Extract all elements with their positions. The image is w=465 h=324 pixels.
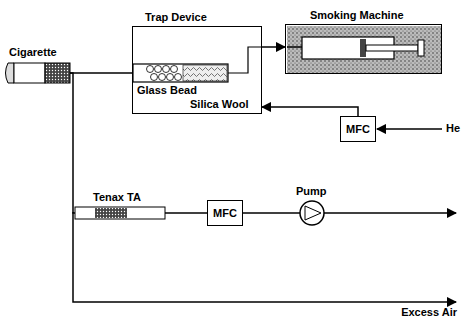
trap-tube — [133, 64, 228, 82]
excess-air-line — [73, 212, 456, 302]
node-heading: Pump — [296, 185, 327, 198]
node-heading: Cigarette — [9, 46, 57, 59]
outlet-label: Excess Air — [401, 306, 457, 319]
pump-node: Pump — [300, 201, 324, 225]
cigarette-body — [14, 63, 45, 83]
mfc-box: MFC — [207, 200, 243, 226]
smoking-machine-box: Smoking Machine — [285, 24, 442, 74]
pump-circle — [300, 201, 324, 225]
node-text: MFC — [213, 207, 237, 220]
part-label: Silica Wool — [190, 98, 248, 111]
syringe-piston — [360, 39, 366, 57]
mfc-box: MFC — [340, 116, 376, 142]
part-label: Glass Bead — [137, 84, 197, 97]
glass-bead — [151, 74, 158, 81]
cigarette-filter — [45, 63, 70, 83]
cigarette: Cigarette — [3, 62, 70, 84]
node-heading: Smoking Machine — [310, 9, 404, 22]
pump-outlet-line — [324, 212, 456, 214]
cigarette-drawing — [6, 63, 71, 83]
glass-bead — [175, 74, 182, 81]
tenax-tube — [75, 207, 165, 219]
node-text: MFC — [346, 123, 370, 136]
node-heading: Trap Device — [145, 11, 207, 24]
glass-bead — [167, 74, 174, 81]
syringe-handle — [418, 40, 424, 56]
tenax-drawing — [75, 207, 165, 219]
tenax-tube-node: Tenax TA — [75, 207, 165, 219]
machine-inlet — [287, 46, 302, 48]
connector — [262, 107, 358, 116]
connector — [243, 212, 300, 214]
trap-interior — [133, 47, 262, 82]
glass-bead — [171, 66, 178, 73]
connector — [165, 212, 207, 214]
g-part — [147, 66, 182, 81]
glass-bead — [155, 66, 162, 73]
glass-bead — [147, 66, 154, 73]
silica-wool — [183, 65, 227, 81]
glass-bead — [159, 74, 166, 81]
helium-line — [377, 128, 442, 130]
machine-body — [287, 26, 441, 73]
machine-interior — [287, 26, 441, 73]
gas-label: He — [446, 122, 460, 135]
glass-bead — [163, 66, 170, 73]
connector — [70, 72, 132, 74]
connector — [262, 46, 285, 48]
node-heading: Tenax TA — [93, 191, 141, 204]
syringe-rod — [366, 45, 418, 51]
tenax-packing — [95, 208, 127, 218]
pump-drawing — [300, 201, 324, 225]
connector — [70, 73, 75, 213]
cigarette-ash — [6, 63, 15, 83]
trap-outlet-pipe — [228, 47, 262, 73]
pump-impeller — [305, 206, 321, 220]
